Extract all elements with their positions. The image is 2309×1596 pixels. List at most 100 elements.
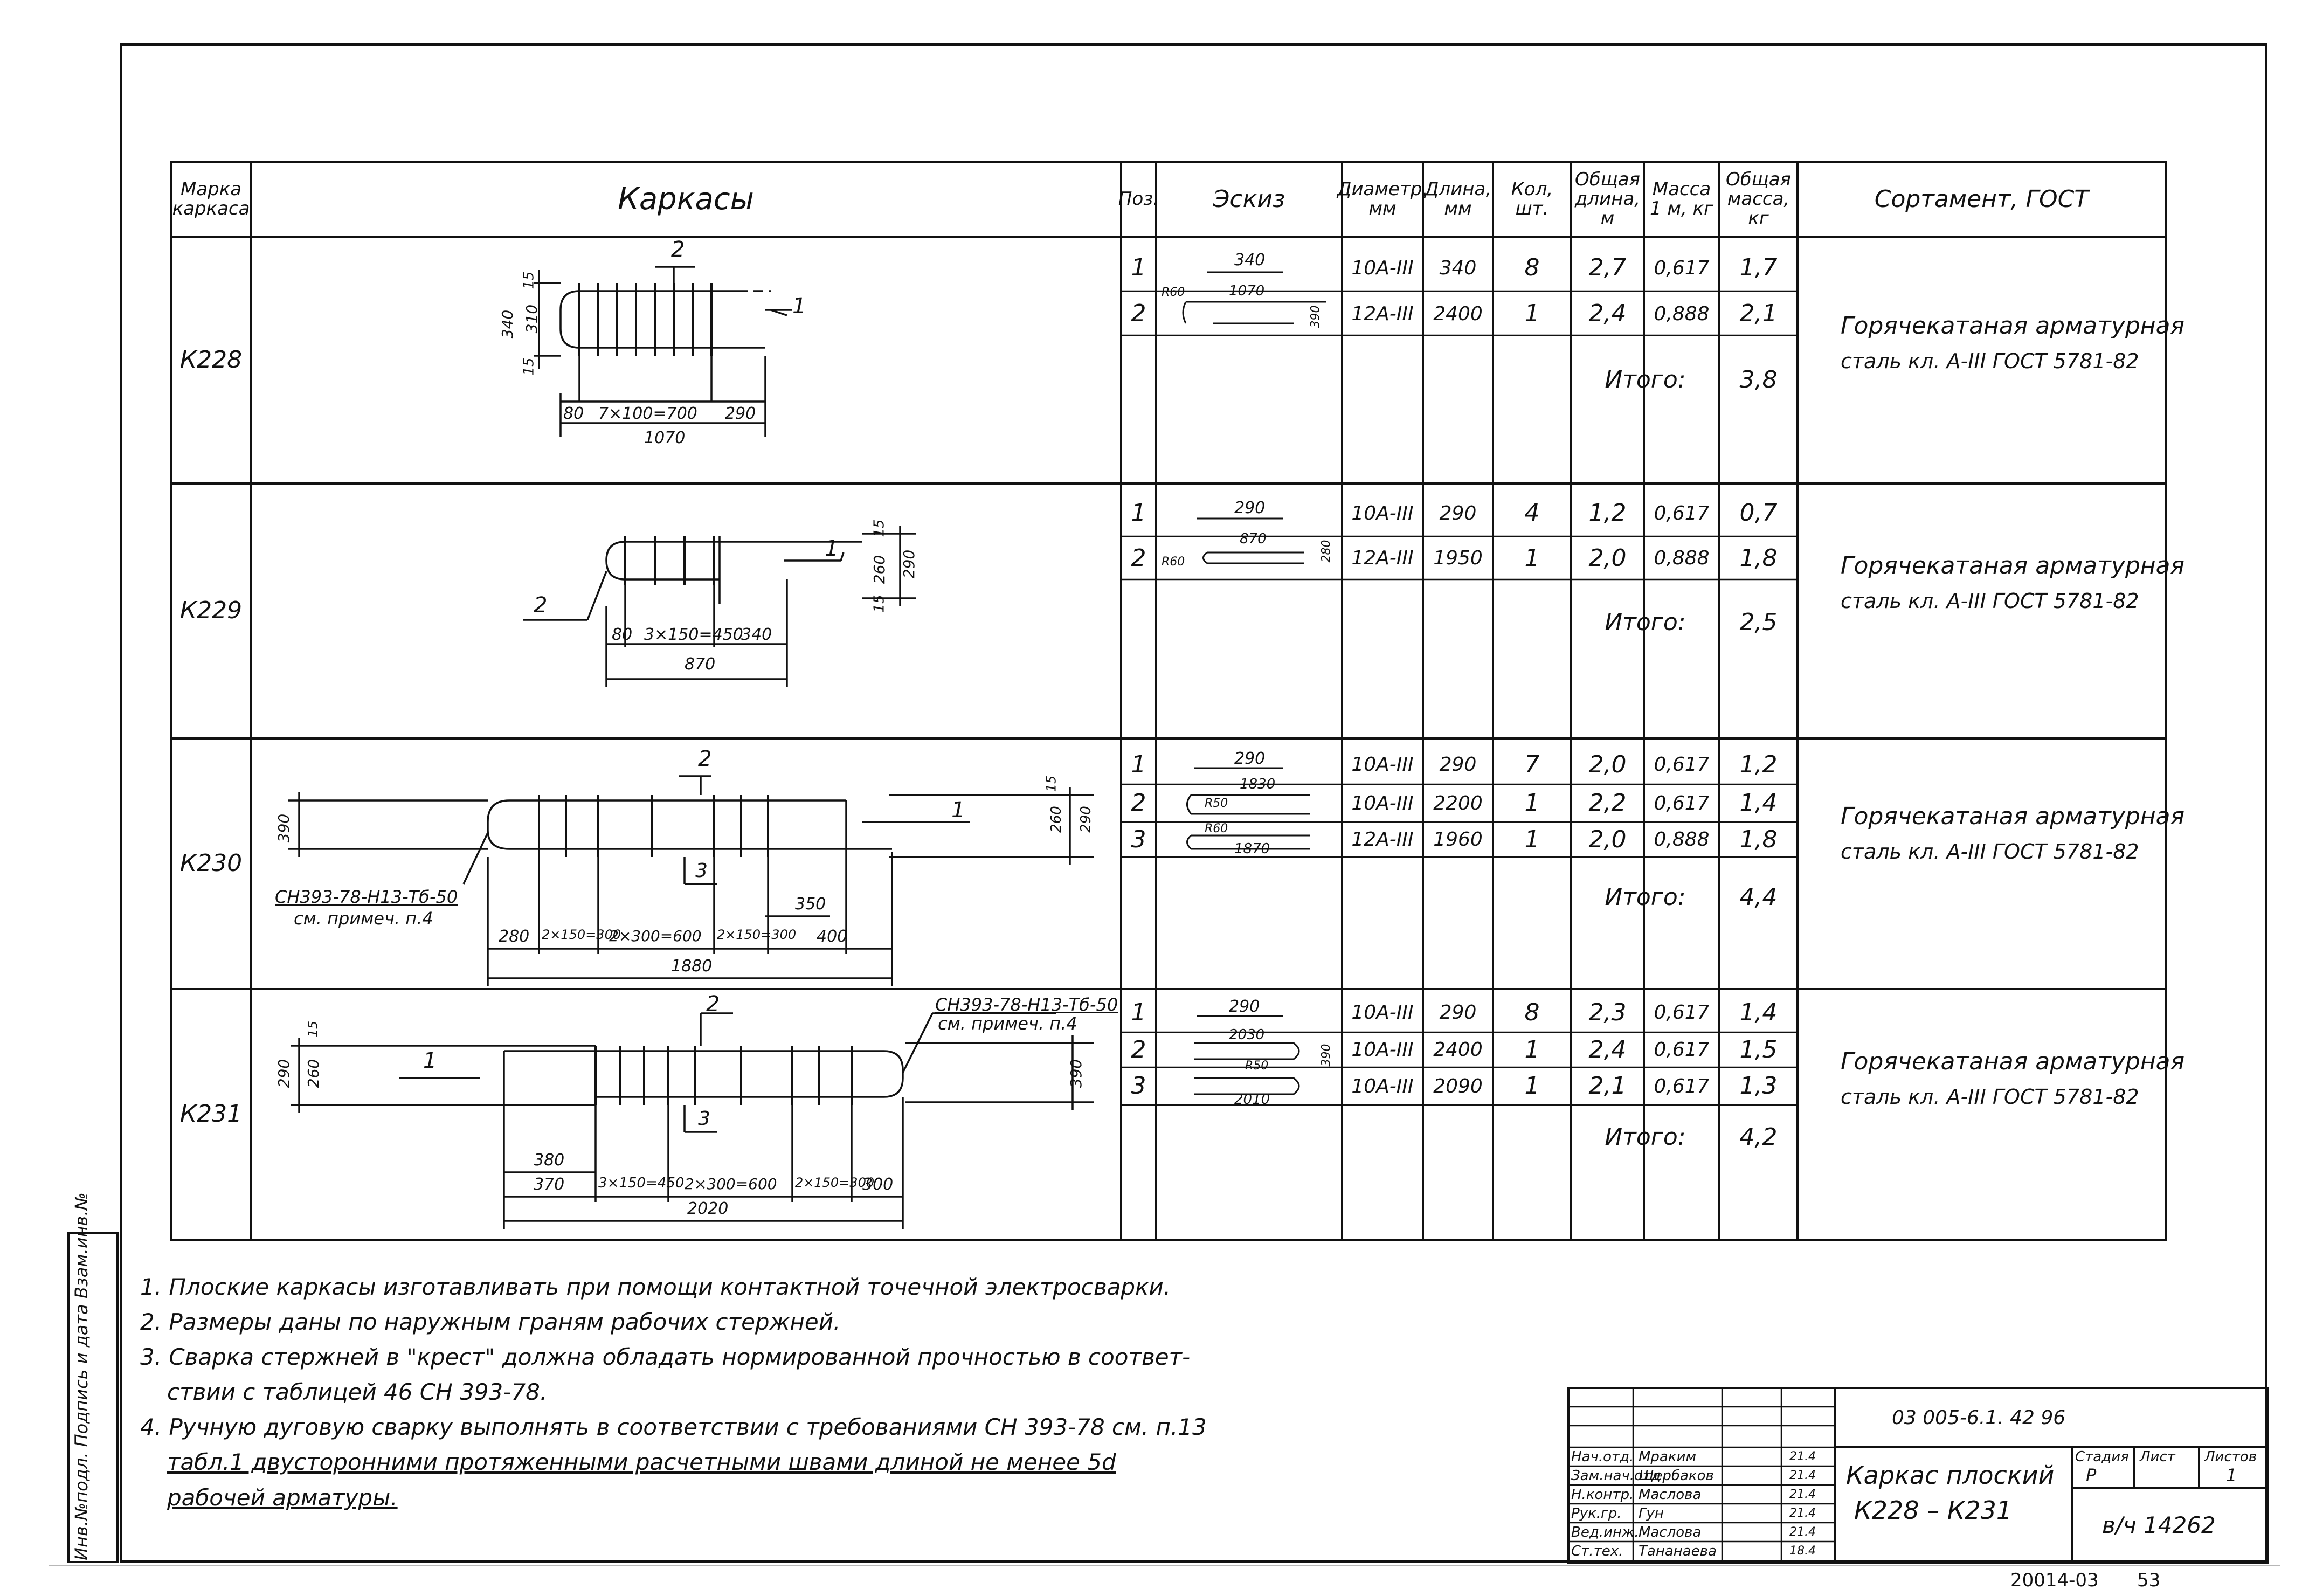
sign-date: 21.4 <box>1789 1488 1816 1501</box>
dim-label: 15 <box>1043 775 1059 792</box>
dim-label: 1880 <box>671 957 713 976</box>
assortment-k230: Горячекатаная арматурная сталь кл. А-III… <box>1841 803 2185 864</box>
table-row-length: 290 <box>1439 754 1477 776</box>
org-name: в/ч 14262 <box>2102 1512 2216 1538</box>
dim-label: 1 <box>825 536 839 561</box>
side-stamp: Инв.№подл. Подпись и дата Взам.инв.№ <box>71 1192 92 1560</box>
table-row-mass-per-m: 0,617 <box>1654 1001 1710 1024</box>
weld-note: СН393-78-Н13-Тб-50 <box>275 887 458 907</box>
total-label: Итого: <box>1605 608 1686 636</box>
weld-note: см. примеч. п.4 <box>938 1013 1077 1034</box>
note-line: 2. Размеры даны по наружным граням рабоч… <box>140 1309 841 1336</box>
dim-label: 3 <box>698 1108 710 1130</box>
sketch-label: R60 <box>1162 286 1185 299</box>
total-label: Итого: <box>1605 883 1686 911</box>
table-row-mass-per-m: 0,617 <box>1654 792 1710 814</box>
dim-label: 340 <box>499 309 517 339</box>
table-row-total-mass: 1,3 <box>1739 1072 1778 1100</box>
note-line: 1. Плоские каркасы изготавливать при пом… <box>140 1274 1171 1300</box>
sketch-label: 1830 <box>1240 776 1276 792</box>
table-row-diameter: 10А-III <box>1351 1039 1414 1061</box>
dim-label: 260 <box>870 555 889 584</box>
mark-k228: К228 <box>179 346 243 374</box>
dim-label: 1 <box>423 1048 437 1073</box>
sketch-label: 2030 <box>1229 1027 1265 1043</box>
sketch-label: 390 <box>1319 1044 1333 1067</box>
dim-label: 80 <box>612 625 633 644</box>
dim-label: 290 <box>725 404 756 423</box>
table-row-total-mass: 1,4 <box>1739 998 1778 1026</box>
table-row-mass-per-m: 0,617 <box>1654 754 1710 776</box>
table-row-mass-per-m: 0,888 <box>1654 547 1710 570</box>
table-row-diameter: 10А-III <box>1351 1001 1414 1024</box>
table-row-length: 290 <box>1439 502 1477 524</box>
sketch-label: R50 <box>1245 1059 1269 1073</box>
table-row-pos: 2 <box>1131 300 1146 328</box>
table-row-total-length: 2,7 <box>1588 254 1627 282</box>
dim-label: 400 <box>817 927 848 946</box>
weld-note: СН393-78-Н13-Тб-50 <box>935 994 1118 1015</box>
role: Нач.отд. <box>1571 1449 1634 1465</box>
table-row-length: 1950 <box>1433 547 1483 570</box>
dim-label: 380 <box>534 1151 565 1170</box>
sheets-value: 1 <box>2226 1465 2237 1486</box>
notes: 1. Плоские каркасы изготавливать при пом… <box>140 1269 1207 1515</box>
dim-label: 2 <box>706 992 720 1017</box>
sign-date: 21.4 <box>1789 1450 1816 1463</box>
table-row-pos: 1 <box>1131 998 1146 1026</box>
sheets-label: Листов <box>2204 1449 2257 1465</box>
mark-k231: К231 <box>179 1100 243 1128</box>
table-row-length: 290 <box>1439 1001 1477 1024</box>
dim-label: 2 <box>698 747 712 771</box>
table-row-total-mass: 1,2 <box>1739 750 1778 778</box>
dim-label: 2×150=300 <box>717 927 797 942</box>
role: Н.контр. <box>1571 1487 1634 1503</box>
sketch-label: 870 <box>1240 531 1267 547</box>
dim-label: 390 <box>1067 1059 1086 1088</box>
header-sketch: Эскиз <box>1213 185 1285 213</box>
table-row-qty: 1 <box>1524 825 1540 853</box>
dim-label: 390 <box>275 813 293 843</box>
assortment-k228: Горячекатаная арматурная сталь кл. А-III… <box>1841 312 2185 374</box>
table-row-qty: 8 <box>1524 998 1540 1026</box>
signer-name: Маслова <box>1639 1524 1702 1540</box>
table-row-total-mass: 1,7 <box>1739 254 1778 282</box>
title-line2: К228 – К231 <box>1854 1496 2013 1525</box>
table-row-qty: 1 <box>1524 300 1540 328</box>
dim-label: 2×300=600 <box>685 1175 777 1193</box>
header-mark: Марка каркаса <box>172 178 250 219</box>
dim-label: 290 <box>1077 806 1094 833</box>
table-row-length: 2200 <box>1433 792 1483 814</box>
table-row-total-mass: 1,5 <box>1739 1035 1778 1063</box>
dim-label: 290 <box>275 1059 293 1088</box>
sketch-label: R50 <box>1205 797 1228 810</box>
signer-name: Маслова <box>1639 1487 1702 1503</box>
dim-label: 15 <box>305 1020 321 1038</box>
header-frames: Каркасы <box>618 181 754 217</box>
table-row-pos: 1 <box>1131 750 1146 778</box>
table-row-length: 2090 <box>1433 1075 1483 1097</box>
table-row-diameter: 10А-III <box>1351 257 1414 279</box>
header-total-mass: Общая масса, кг <box>1725 169 1792 229</box>
signer-name: Щербаков <box>1639 1468 1714 1484</box>
dim-label: 15 <box>871 595 888 613</box>
dim-label: 260 <box>1048 806 1064 833</box>
table-row-total-length: 2,1 <box>1588 1072 1627 1100</box>
table-row-total-mass: 2,1 <box>1739 300 1778 328</box>
note-line: 4. Ручную дуговую сварку выполнять в соо… <box>140 1414 1207 1441</box>
role: Рук.гр. <box>1571 1505 1622 1522</box>
role: Вед.инж. <box>1571 1524 1639 1540</box>
assortment-k229: Горячекатаная арматурная сталь кл. А-III… <box>1841 552 2185 613</box>
table-row-length: 1960 <box>1433 828 1483 851</box>
table-row-diameter: 10А-III <box>1351 792 1414 814</box>
dim-label: 280 <box>499 927 530 946</box>
dim-label: 340 <box>741 625 772 644</box>
page-number: 53 <box>2137 1570 2161 1591</box>
table-row-total-length: 2,2 <box>1588 789 1627 817</box>
table-row-total-length: 2,0 <box>1588 544 1627 572</box>
sketch-label: 340 <box>1234 251 1266 270</box>
mark-k229: К229 <box>179 597 243 625</box>
sketch-label: 1070 <box>1229 283 1265 299</box>
table-row-diameter: 10А-III <box>1351 1075 1414 1097</box>
